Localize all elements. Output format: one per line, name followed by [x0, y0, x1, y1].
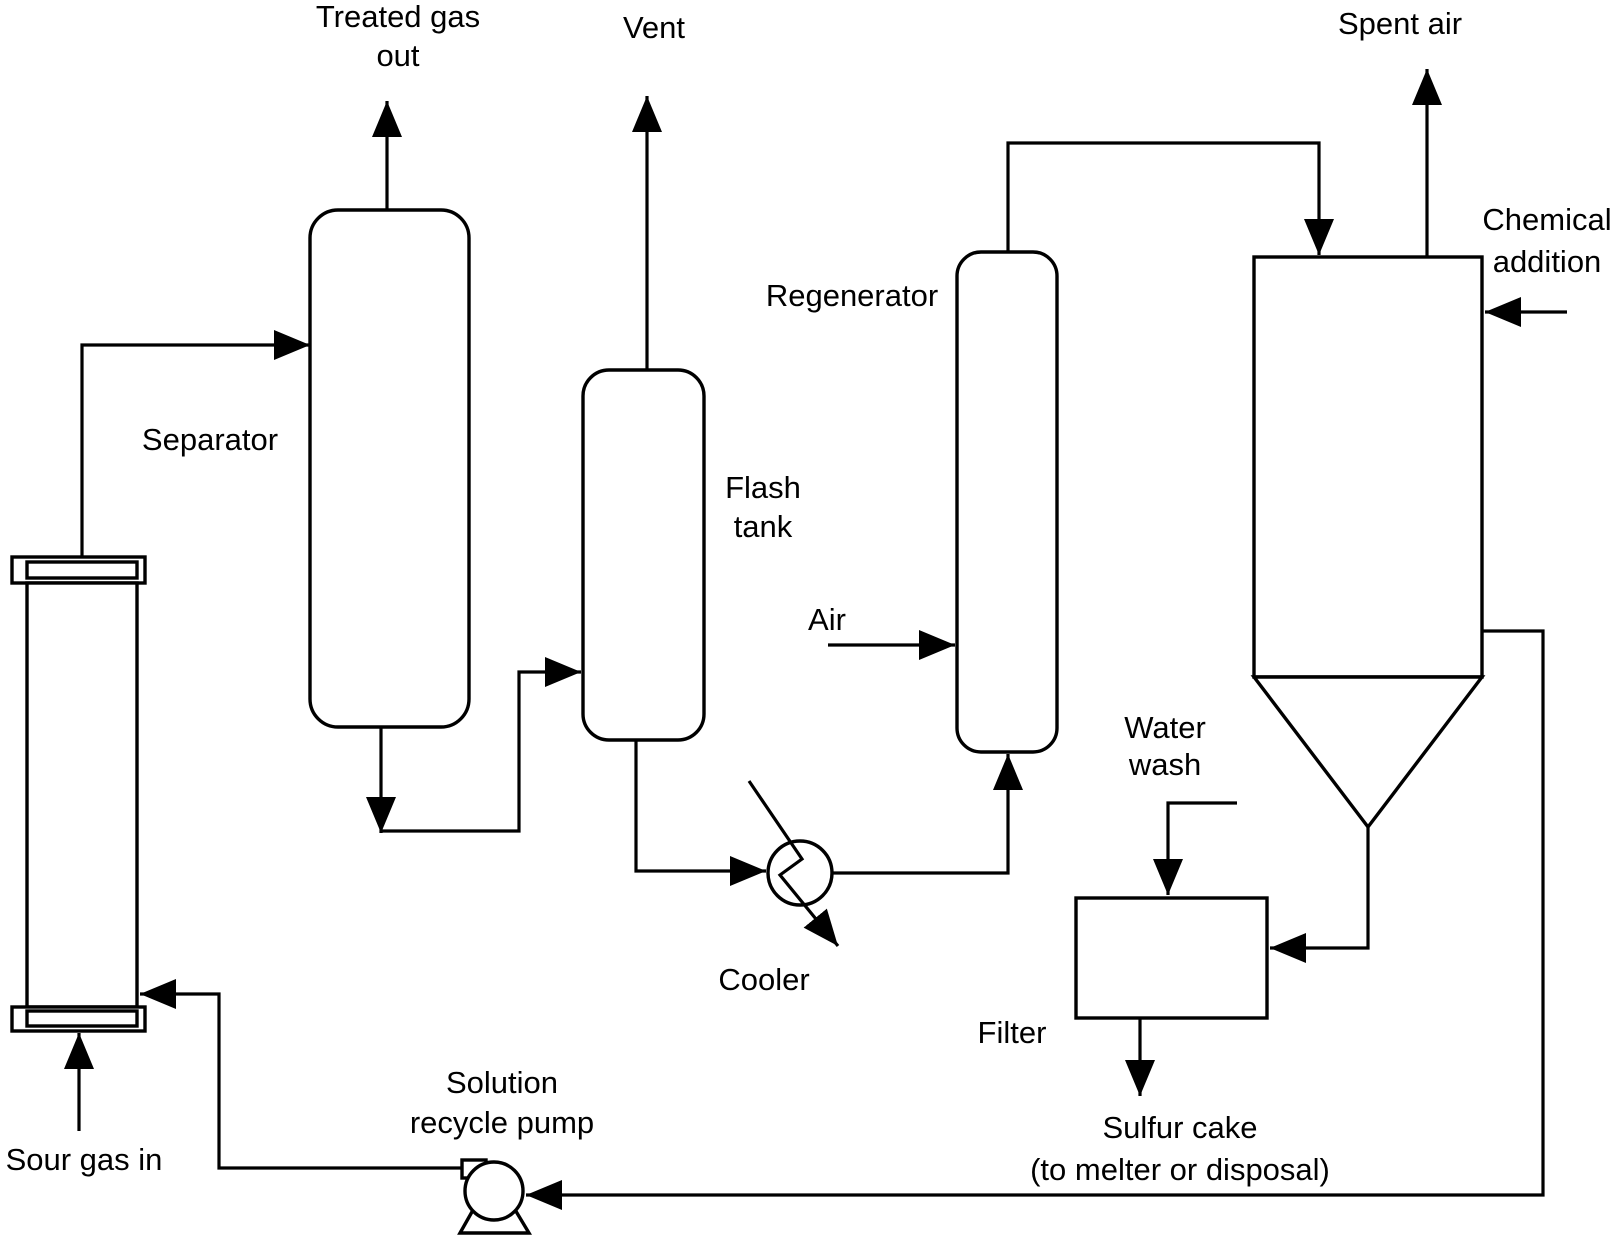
spent-air-label: Spent air	[1338, 6, 1462, 41]
cone-to-filter-line	[1270, 827, 1370, 963]
separator-to-flash-line	[381, 657, 581, 833]
absorber-top-cap-inner	[25, 560, 139, 580]
filter-box	[1074, 896, 1269, 1020]
water-wash-label-line2: wash	[1128, 747, 1201, 782]
treated-gas-out-label-line1: Treated gas	[316, 0, 480, 34]
pump-casing	[463, 1160, 525, 1222]
absorber-body	[25, 581, 139, 1009]
pump-discharge-line	[140, 979, 464, 1170]
cooler-icon	[747, 780, 840, 948]
cooler-to-regenerator-line	[832, 754, 1023, 875]
filter-label: Filter	[978, 1015, 1047, 1050]
sulfur-cake-label-line2: (to melter or disposal)	[1030, 1152, 1330, 1187]
water-wash-label-line1: Water	[1124, 710, 1206, 745]
absorber-bottom-cap-inner	[25, 1009, 139, 1028]
flash-bottoms-line	[634, 740, 766, 886]
oxidizer-tank-shell	[1252, 255, 1484, 679]
chemical-addition-label-line2: addition	[1493, 244, 1602, 279]
absorber-vessel	[10, 555, 147, 1033]
vent-label: Vent	[623, 10, 685, 45]
pump-suction-line	[526, 629, 1545, 1210]
cooler-utility-line	[747, 780, 840, 948]
flash-tank-vessel	[581, 368, 706, 742]
chemical-addition-label-line1: Chemical	[1482, 202, 1611, 237]
air-label: Air	[808, 602, 846, 637]
cooler-label: Cooler	[718, 962, 809, 997]
treated-gas-out-label-line2: out	[376, 38, 419, 73]
absorber-overhead-line	[80, 330, 310, 557]
separator-vessel	[308, 208, 471, 729]
cooler-circle	[766, 839, 834, 907]
oxidizer-cone-bottom	[1250, 675, 1486, 830]
oxidizer-tank	[1250, 255, 1486, 830]
regenerator-vessel	[955, 250, 1059, 754]
flash-tank-label-line1: Flash	[725, 470, 801, 505]
water-wash-line	[1153, 801, 1237, 895]
sour-gas-in-label: Sour gas in	[6, 1142, 163, 1177]
regenerator-label: Regenerator	[766, 278, 938, 313]
regenerator-overhead-line	[1006, 141, 1334, 255]
sulfur-cake-label-line1: Sulfur cake	[1102, 1110, 1257, 1145]
solution-recycle-pump-label-line1: Solution	[446, 1065, 558, 1100]
separator-label: Separator	[142, 422, 278, 457]
solution-recycle-pump-label-line2: recycle pump	[410, 1105, 594, 1140]
flash-tank-label-line2: tank	[734, 509, 793, 544]
pump-icon	[457, 1158, 533, 1235]
